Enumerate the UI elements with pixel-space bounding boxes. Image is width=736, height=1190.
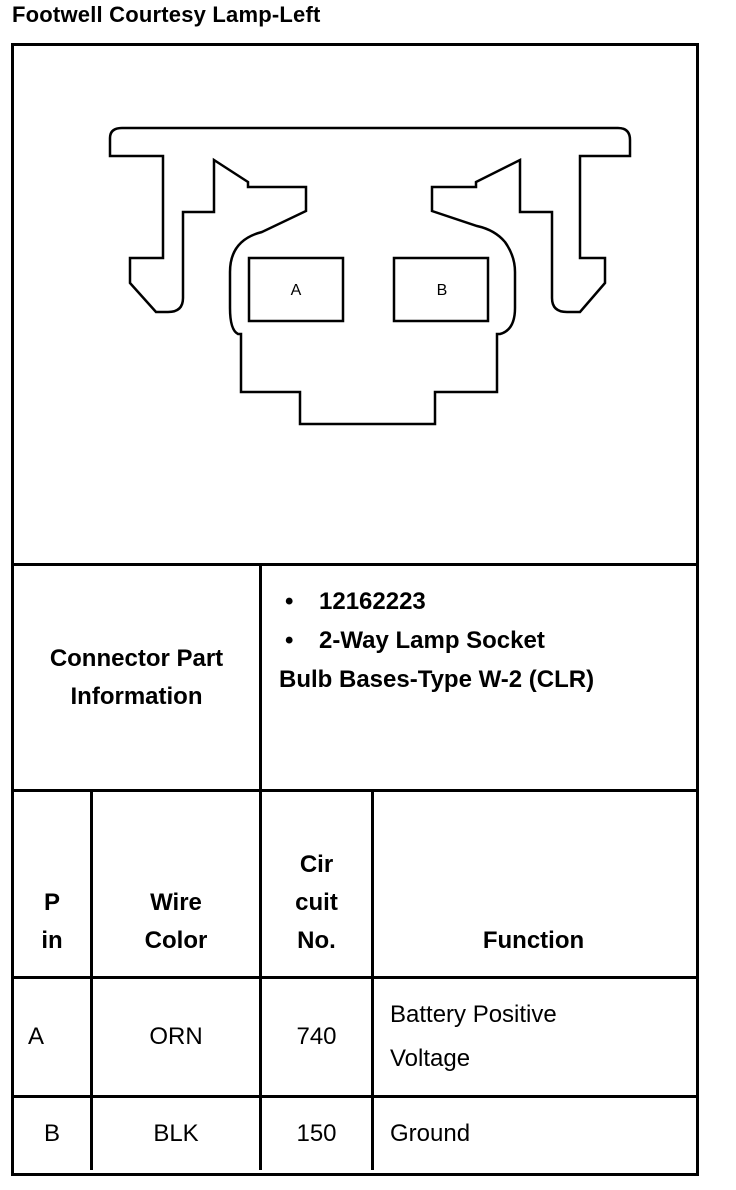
pin-a-label: A	[291, 282, 302, 299]
header-pin: P in	[41, 889, 63, 954]
divider	[11, 563, 699, 566]
bullet-icon: •	[285, 627, 294, 654]
bulb-base-info: Bulb Bases-Type W-2 (CLR)	[279, 666, 595, 693]
header-function: Function	[482, 927, 585, 954]
row-pin: B	[43, 1120, 60, 1147]
row-circuit-cell: 150	[262, 1098, 371, 1170]
header-wire-color: Wire Color	[144, 889, 208, 954]
row-wire-color: ORN	[149, 1023, 203, 1050]
row-function: Battery Positive Voltage	[390, 1001, 557, 1072]
row-pin: A	[28, 1023, 45, 1050]
header-pin-cell: P in	[14, 792, 90, 976]
part-info-list: • 12162223 • 2-Way Lamp Socket Bulb Base…	[279, 582, 679, 699]
connector-table-frame	[11, 43, 699, 1176]
part-number: 12162223	[319, 588, 426, 615]
row-function-cell: Battery Positive Voltage	[374, 979, 693, 1095]
table-row: A	[14, 979, 90, 1095]
header-circuit: Cir cuit No.	[295, 851, 338, 954]
row-circuit-cell: 740	[262, 979, 371, 1095]
part-description: 2-Way Lamp Socket	[319, 627, 545, 654]
row-circuit: 740	[296, 1023, 337, 1050]
divider	[11, 789, 699, 792]
row-wire-color-cell: BLK	[93, 1098, 259, 1170]
pin-b-label: B	[437, 282, 448, 299]
connector-face-diagram: A B	[108, 126, 632, 426]
table-row: B	[14, 1098, 90, 1170]
row-function: Ground	[390, 1120, 471, 1147]
list-item: • 12162223	[279, 582, 679, 621]
divider	[259, 565, 262, 1170]
divider	[11, 976, 699, 979]
divider	[11, 1095, 699, 1098]
part-info-label-cell: Connector Part Information	[14, 566, 259, 789]
header-wire-color-cell: Wire Color	[93, 792, 259, 976]
row-circuit: 150	[296, 1120, 337, 1147]
pin-b-cavity	[392, 256, 490, 323]
divider	[90, 791, 93, 1170]
bullet-icon: •	[285, 588, 294, 615]
connector-latch-outline	[108, 126, 632, 426]
pin-a-cavity	[247, 256, 345, 323]
divider	[371, 791, 374, 1170]
part-info-label: Connector Part Information	[49, 644, 224, 710]
header-circuit-cell: Cir cuit No.	[262, 792, 371, 976]
page-title: Footwell Courtesy Lamp-Left	[12, 2, 321, 27]
header-function-cell: Function	[374, 792, 693, 976]
row-wire-color-cell: ORN	[93, 979, 259, 1095]
row-function-cell: Ground	[374, 1098, 693, 1170]
list-item: • 2-Way Lamp Socket	[279, 621, 679, 660]
row-wire-color: BLK	[153, 1120, 199, 1147]
